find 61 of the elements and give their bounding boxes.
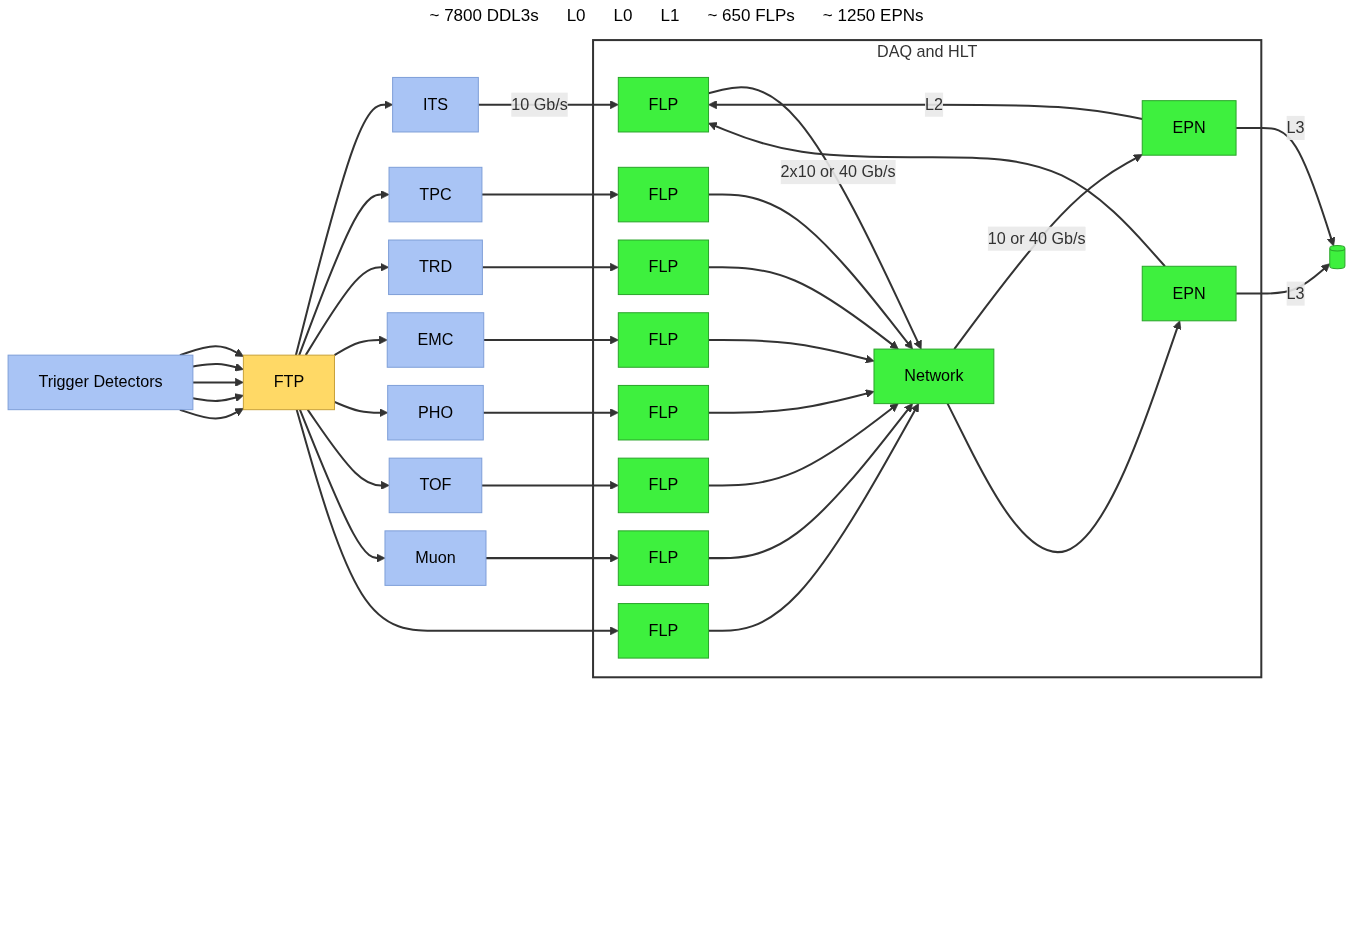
node-box: FLP bbox=[617, 530, 710, 586]
arrow bbox=[946, 320, 1182, 553]
node-box: EPN bbox=[1141, 100, 1237, 156]
arrow bbox=[1236, 126, 1336, 247]
node-box: FLP bbox=[617, 312, 710, 368]
edge-label: 10 Gb/s bbox=[511, 95, 568, 113]
arrow bbox=[298, 190, 390, 356]
arrow bbox=[708, 266, 899, 350]
node-box: FLP bbox=[617, 457, 710, 514]
arrow bbox=[295, 409, 619, 636]
node-box: TOF bbox=[388, 457, 483, 514]
note-label: L1 bbox=[660, 6, 680, 26]
arrow bbox=[294, 100, 393, 356]
node-cylinder bbox=[1329, 245, 1346, 270]
arrow bbox=[483, 408, 619, 418]
arrow bbox=[483, 335, 619, 345]
node-box: EMC bbox=[386, 312, 485, 368]
node-box: EPN bbox=[1141, 265, 1237, 322]
node-box: Muon bbox=[384, 530, 487, 586]
arrow bbox=[306, 409, 390, 490]
node-box: FTP bbox=[242, 354, 335, 411]
edge-label: L3 bbox=[1286, 118, 1305, 137]
arrow bbox=[708, 403, 913, 560]
arrow bbox=[708, 403, 920, 632]
arrow bbox=[192, 393, 244, 402]
node-box: TRD bbox=[388, 239, 483, 296]
arrow bbox=[708, 403, 899, 487]
arrow bbox=[192, 377, 244, 387]
edge-label: 10 or 40 Gb/s bbox=[987, 229, 1086, 247]
arrow bbox=[481, 480, 619, 490]
arrow bbox=[333, 335, 388, 356]
note-label: L0 bbox=[566, 6, 586, 26]
note-label: L0 bbox=[613, 6, 633, 26]
node-box: ITS bbox=[392, 76, 479, 133]
edge-label: 2x10 or 40 Gb/s bbox=[780, 163, 896, 181]
arrow bbox=[708, 193, 913, 350]
edge-label: L3 bbox=[1286, 284, 1305, 302]
arrow bbox=[179, 345, 244, 357]
arrow bbox=[304, 262, 389, 356]
arrow bbox=[486, 553, 619, 563]
node-box: PHO bbox=[387, 384, 484, 441]
node-box: FLP bbox=[617, 166, 710, 223]
node-box: FLP bbox=[617, 76, 710, 133]
note-label: ~ 7800 DDL3s bbox=[429, 6, 539, 26]
note-label: ~ 650 FLPs bbox=[707, 6, 795, 26]
arrow bbox=[481, 190, 619, 200]
node-box: Network bbox=[873, 348, 995, 405]
node-box: FLP bbox=[617, 239, 710, 296]
arrow bbox=[192, 362, 244, 372]
arrow bbox=[708, 86, 922, 350]
node-box: FLP bbox=[617, 603, 710, 659]
arrow bbox=[953, 154, 1143, 350]
note-label: ~ 1250 EPNs bbox=[822, 6, 924, 26]
node-box: FLP bbox=[617, 384, 710, 441]
node-box: Trigger Detectors bbox=[7, 354, 194, 411]
arrow bbox=[708, 122, 1166, 267]
arrow bbox=[482, 262, 619, 272]
arrow bbox=[708, 100, 1143, 120]
node-box: TPC bbox=[388, 166, 483, 223]
arrow bbox=[179, 408, 244, 420]
edge-label: L2 bbox=[924, 95, 943, 113]
